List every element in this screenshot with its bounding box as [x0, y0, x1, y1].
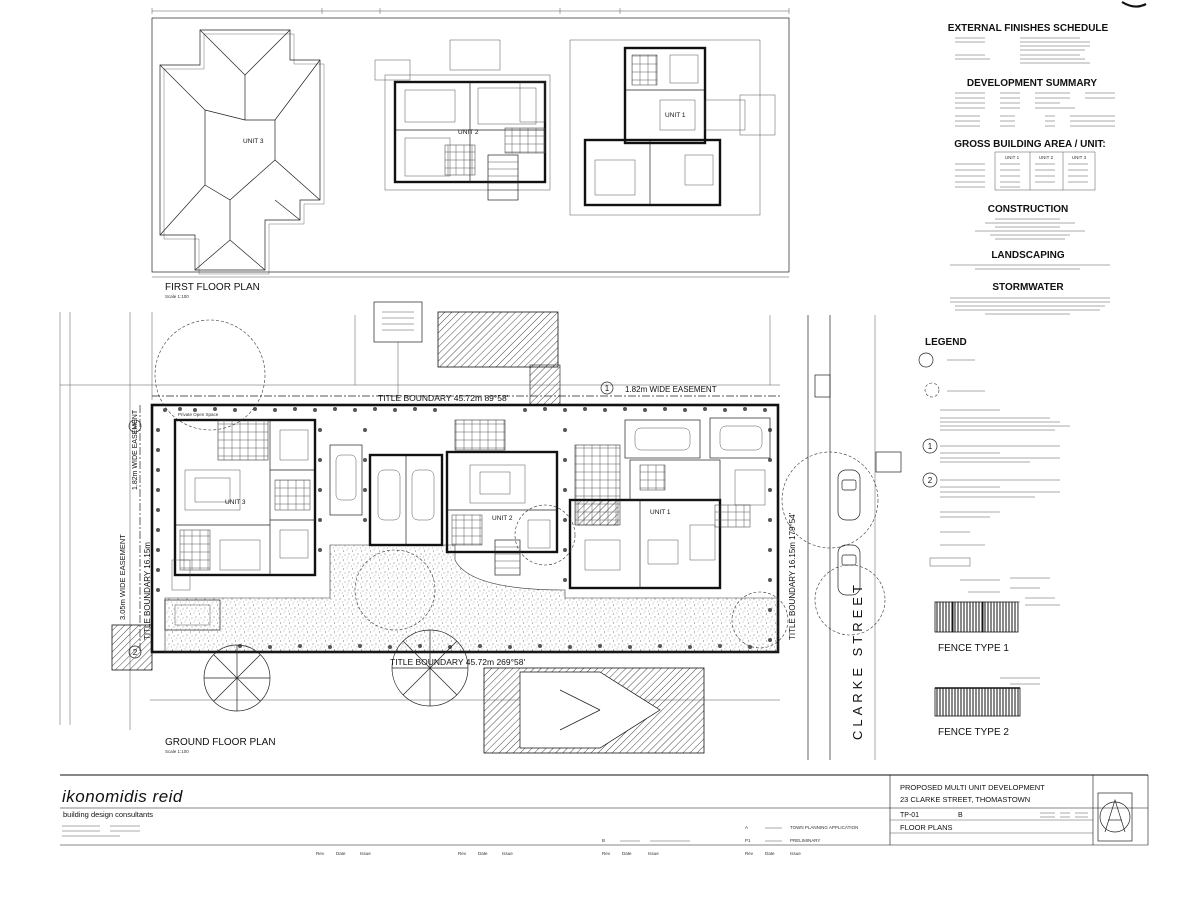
- legend-tree-symbol: [918, 352, 934, 368]
- fence-type-2-detail: [934, 677, 1040, 717]
- marker-2: 2: [133, 648, 138, 657]
- neighbour-roof-bottom: [483, 667, 705, 754]
- rev-p1-issue: PRELIMINARY: [790, 838, 820, 843]
- rev-col-1d: Rev: [745, 851, 754, 856]
- rev-p1-code: P1: [745, 838, 751, 843]
- unit-2-label-first: UNIT 2: [458, 129, 479, 136]
- setback-note-box: [373, 301, 423, 343]
- ground-floor-scale-note: Scale 1:100: [165, 749, 189, 754]
- fence-type-1-detail: [934, 577, 1060, 633]
- first-floor-plan-title: FIRST FLOOR PLAN: [165, 282, 260, 293]
- street-name: CLARKE STREET: [850, 581, 865, 740]
- rev-col-2b: Date: [478, 851, 488, 856]
- title-boundary-right: TITLE BOUNDARY 16.15m 179°54': [788, 512, 797, 640]
- fence-type-2-label: FENCE TYPE 2: [938, 727, 1009, 738]
- first-floor-plan: UNIT 3 UNIT 2: [151, 8, 790, 299]
- ground-floor-plan-title: GROUND FLOOR PLAN: [165, 737, 276, 748]
- unit-1-ground-floor: [568, 417, 771, 590]
- fence-type-1-label: FENCE TYPE 1: [938, 643, 1009, 654]
- drawing-revision: B: [958, 812, 963, 819]
- marker-1-left: 1: [133, 422, 138, 431]
- rev-col-1c: Rev: [602, 851, 611, 856]
- unit-3-roof: [159, 29, 325, 275]
- title-boundary-top: TITLE BOUNDARY 45.72m 89°58': [378, 393, 509, 403]
- legend-existing-tree-symbol: [924, 382, 940, 398]
- unit-3-garage: [329, 444, 363, 516]
- gba-col-unit-1: UNIT 1: [1005, 155, 1020, 160]
- rev-col-3d: Issue: [790, 851, 801, 856]
- unit-3-ground-floor: [164, 418, 317, 631]
- sheet-title: FLOOR PLANS: [900, 823, 953, 832]
- easement-left-label: 3.05m WIDE EASEMENT: [118, 534, 127, 620]
- rev-col-3c: Issue: [648, 851, 659, 856]
- rev-col-2c: Date: [622, 851, 632, 856]
- unit-2-label-ground: UNIT 2: [492, 515, 513, 522]
- firm-tagline: building design consultants: [63, 810, 153, 819]
- rev-col-3b: Issue: [502, 851, 513, 856]
- stormwater-heading: STORMWATER: [992, 282, 1064, 293]
- unit-2-first-floor: [374, 39, 551, 201]
- landscaping-heading: LANDSCAPING: [991, 250, 1065, 261]
- gross-building-area-heading: GROSS BUILDING AREA / UNIT:: [954, 139, 1105, 150]
- project-address: 23 CLARKE STREET, THOMASTOWN: [900, 795, 1030, 804]
- rev-col-2d: Date: [765, 851, 775, 856]
- rev-row-b-rev: B: [602, 838, 605, 843]
- gba-col-unit-3: UNIT 3: [1072, 155, 1087, 160]
- rev-col-3: Issue: [360, 851, 371, 856]
- rev-col-2: Date: [336, 851, 346, 856]
- unit-1-label-ground: UNIT 1: [650, 509, 671, 516]
- ground-floor-plan: UNIT 3 Private Open Space UNIT 2: [59, 301, 902, 760]
- unit-2-ground-floor: [368, 419, 559, 576]
- existing-trees: [203, 629, 469, 712]
- schedule-column: EXTERNAL FINISHES SCHEDULE DEVELOPMENT S…: [918, 23, 1115, 738]
- easement-left-label-2: 1.82m WIDE EASEMENT: [132, 409, 139, 490]
- project-name: PROPOSED MULTI UNIT DEVELOPMENT: [900, 783, 1045, 792]
- rev-a-code: A: [745, 825, 748, 830]
- title-block: ikonomidis reid building design consulta…: [60, 774, 1149, 856]
- unit-1-label-first: UNIT 1: [665, 112, 686, 119]
- rev-col-1b: Rev: [458, 851, 467, 856]
- gba-col-unit-2: UNIT 2: [1039, 155, 1054, 160]
- easement-top-label: 1.82m WIDE EASEMENT: [625, 385, 717, 394]
- firm-logo-icon: [1097, 792, 1133, 842]
- unit-3-label-first: UNIT 3: [243, 138, 264, 145]
- firm-name: ikonomidis reid: [62, 787, 183, 806]
- drawing-number: TP-01: [900, 812, 919, 819]
- legend-marker-1: 1: [928, 442, 933, 451]
- legend-marker-2: 2: [928, 476, 933, 485]
- legend-heading: LEGEND: [925, 337, 967, 348]
- title-boundary-bottom: TITLE BOUNDARY 45.72m 269°58': [390, 657, 525, 667]
- rev-col-1: Rev: [316, 851, 325, 856]
- revision-table: Rev Date Issue Rev Date Issue B Rev Date…: [316, 825, 858, 856]
- marker-1-circle: [600, 381, 614, 395]
- street-cars: [837, 469, 861, 596]
- unit-3-label-ground: UNIT 3: [225, 499, 246, 506]
- common-driveway: [164, 544, 779, 653]
- private-open-space-label: Private Open Space: [178, 412, 219, 417]
- development-summary-heading: DEVELOPMENT SUMMARY: [967, 78, 1098, 89]
- construction-heading: CONSTRUCTION: [988, 204, 1069, 215]
- unit-1-first-floor: [569, 39, 776, 216]
- marker-1: 1: [605, 384, 610, 393]
- title-boundary-left: TITLE BOUNDARY 16.15m: [143, 542, 152, 640]
- external-finishes-heading: EXTERNAL FINISHES SCHEDULE: [948, 23, 1109, 34]
- neighbour-building-top: [437, 311, 559, 368]
- first-floor-scale-note: Scale 1:100: [165, 294, 189, 299]
- corner-mark-icon: [1121, 1, 1147, 8]
- rev-a-issue: TOWN PLANNING APPLICATION: [790, 825, 858, 830]
